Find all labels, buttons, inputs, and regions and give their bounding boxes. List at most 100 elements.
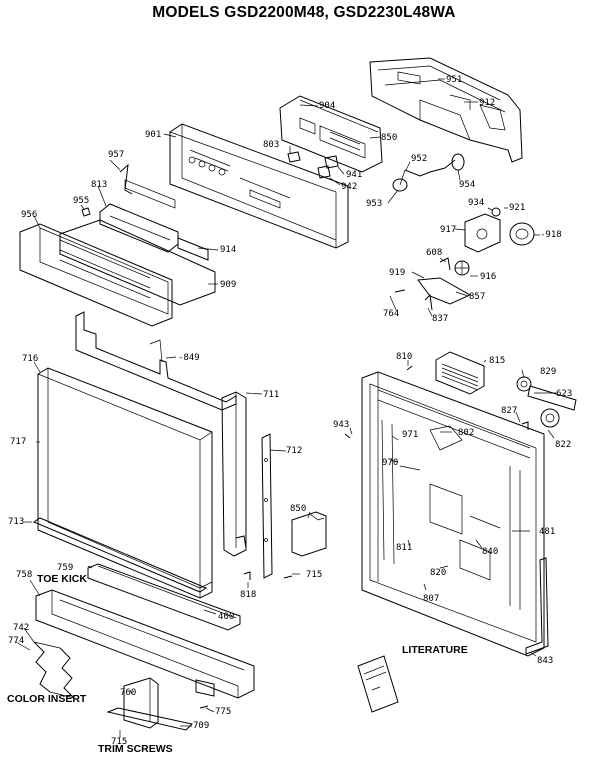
part-912-housing: [369, 57, 523, 163]
part-952-harness: [392, 153, 465, 192]
part-941: [324, 155, 339, 169]
part-label-815: 815: [489, 356, 506, 366]
part-760-trim: [123, 677, 159, 729]
color-insert-label: COLOR INSERT: [7, 693, 87, 705]
part-label-941: 941: [346, 170, 363, 180]
part-label-837: 837: [432, 314, 449, 324]
part-774-color-insert: [33, 641, 75, 699]
part-label-712: 712: [286, 446, 303, 456]
part-label-742: 742: [13, 623, 30, 633]
part-label-715-a: 715: [306, 570, 323, 580]
part-807-outer-door: [361, 371, 545, 657]
part-label-916: 916: [480, 272, 497, 282]
part-label-807: 807: [423, 594, 440, 604]
part-803: [287, 151, 301, 163]
part-956-frame: [19, 223, 173, 327]
part-label-775: 775: [215, 707, 232, 717]
part-label-827: 827: [501, 406, 518, 416]
part-label-774: 774: [8, 636, 25, 646]
part-957-wire: [119, 163, 133, 195]
part-label-811: 811: [396, 543, 413, 553]
part-label-481: 481: [539, 527, 556, 537]
part-943-screw: [344, 433, 351, 439]
part-label-921: 921: [509, 203, 526, 213]
part-709-trim: [106, 707, 194, 731]
part-label-970: 970: [382, 458, 399, 468]
part-827-screw: [521, 421, 529, 430]
part-901-console: [169, 123, 349, 249]
part-label-709: 709: [193, 721, 210, 731]
part-label-813: 813: [91, 180, 108, 190]
part-label-918: -918: [540, 230, 562, 240]
part-850-bracket: [291, 511, 327, 557]
part-764: [394, 289, 406, 293]
part-label-802: 802: [458, 428, 475, 438]
part-label-764: 764: [383, 309, 400, 319]
part-label-760: 760: [120, 688, 137, 698]
diagram-title: MODELS GSD2200M48, GSD2230L48WA: [152, 4, 456, 21]
part-label-951: 951: [446, 75, 463, 85]
part-label-912: 912: [479, 98, 496, 108]
part-label-934: 934: [468, 198, 485, 208]
part-label-717: 717: [10, 437, 27, 447]
part-label-901: 901: [145, 130, 162, 140]
part-label-758: 758: [16, 570, 33, 580]
part-label-759: 759: [57, 563, 74, 573]
part-label-711: 711: [263, 390, 280, 400]
part-717-door-panel: [37, 367, 213, 599]
part-955: [81, 207, 91, 217]
part-837: [424, 293, 433, 311]
part-810: [406, 365, 413, 371]
part-775-screw: [199, 705, 209, 709]
part-label-857: 857: [469, 292, 486, 302]
part-758-toe-panel: [35, 589, 255, 699]
part-label-850-low: 850: [290, 504, 307, 514]
part-label-849: -849: [178, 353, 200, 363]
part-label-943: 943: [333, 420, 350, 430]
part-818-screw: [243, 571, 251, 580]
part-label-829: 829: [540, 367, 557, 377]
part-label-716: 716: [22, 354, 39, 364]
part-916-fan: [454, 260, 470, 276]
part-label-713: 713: [8, 517, 25, 527]
leader-lines: [15, 78, 556, 738]
part-label-956: 956: [21, 210, 38, 220]
part-label-803: 803: [263, 140, 280, 150]
part-label-810: 810: [396, 352, 413, 362]
part-label-850-top: 850: [381, 133, 398, 143]
part-815-vent: [435, 351, 485, 395]
part-label-954: 954: [459, 180, 476, 190]
part-label-957: 957: [108, 150, 125, 160]
literature-label: LITERATURE: [402, 644, 468, 656]
part-label-919: 919: [389, 268, 406, 278]
part-label-917: 917: [440, 225, 457, 235]
part-711-strip: [221, 391, 247, 557]
part-label-400: 400: [218, 612, 235, 622]
part-921: [491, 207, 501, 217]
part-label-715-b: 715: [111, 737, 128, 747]
part-942: [317, 165, 331, 179]
part-843-strip: [525, 557, 549, 655]
part-literature: [357, 655, 399, 713]
part-label-953: 953: [366, 199, 383, 209]
part-904-panel: [279, 95, 383, 173]
part-712-strip: [261, 433, 273, 579]
part-label-820: 820: [430, 568, 447, 578]
part-914: [177, 237, 209, 261]
part-label-818: 818: [240, 590, 257, 600]
part-label-822: 822: [555, 440, 572, 450]
part-813-board: [99, 179, 179, 253]
part-label-840: 840: [482, 547, 499, 557]
part-label-955: 955: [73, 196, 90, 206]
part-label-914: 914: [220, 245, 237, 255]
trim-screws-label: TRIM SCREWS: [98, 743, 173, 755]
toe-kick-label: TOE KICK: [37, 573, 87, 585]
part-918-motor: [509, 222, 535, 246]
part-822-knob: [540, 408, 560, 428]
part-917-bracket: [464, 213, 501, 253]
part-label-909: 909: [220, 280, 237, 290]
part-label-904: 904: [319, 101, 336, 111]
part-label-623: 623: [556, 389, 573, 399]
